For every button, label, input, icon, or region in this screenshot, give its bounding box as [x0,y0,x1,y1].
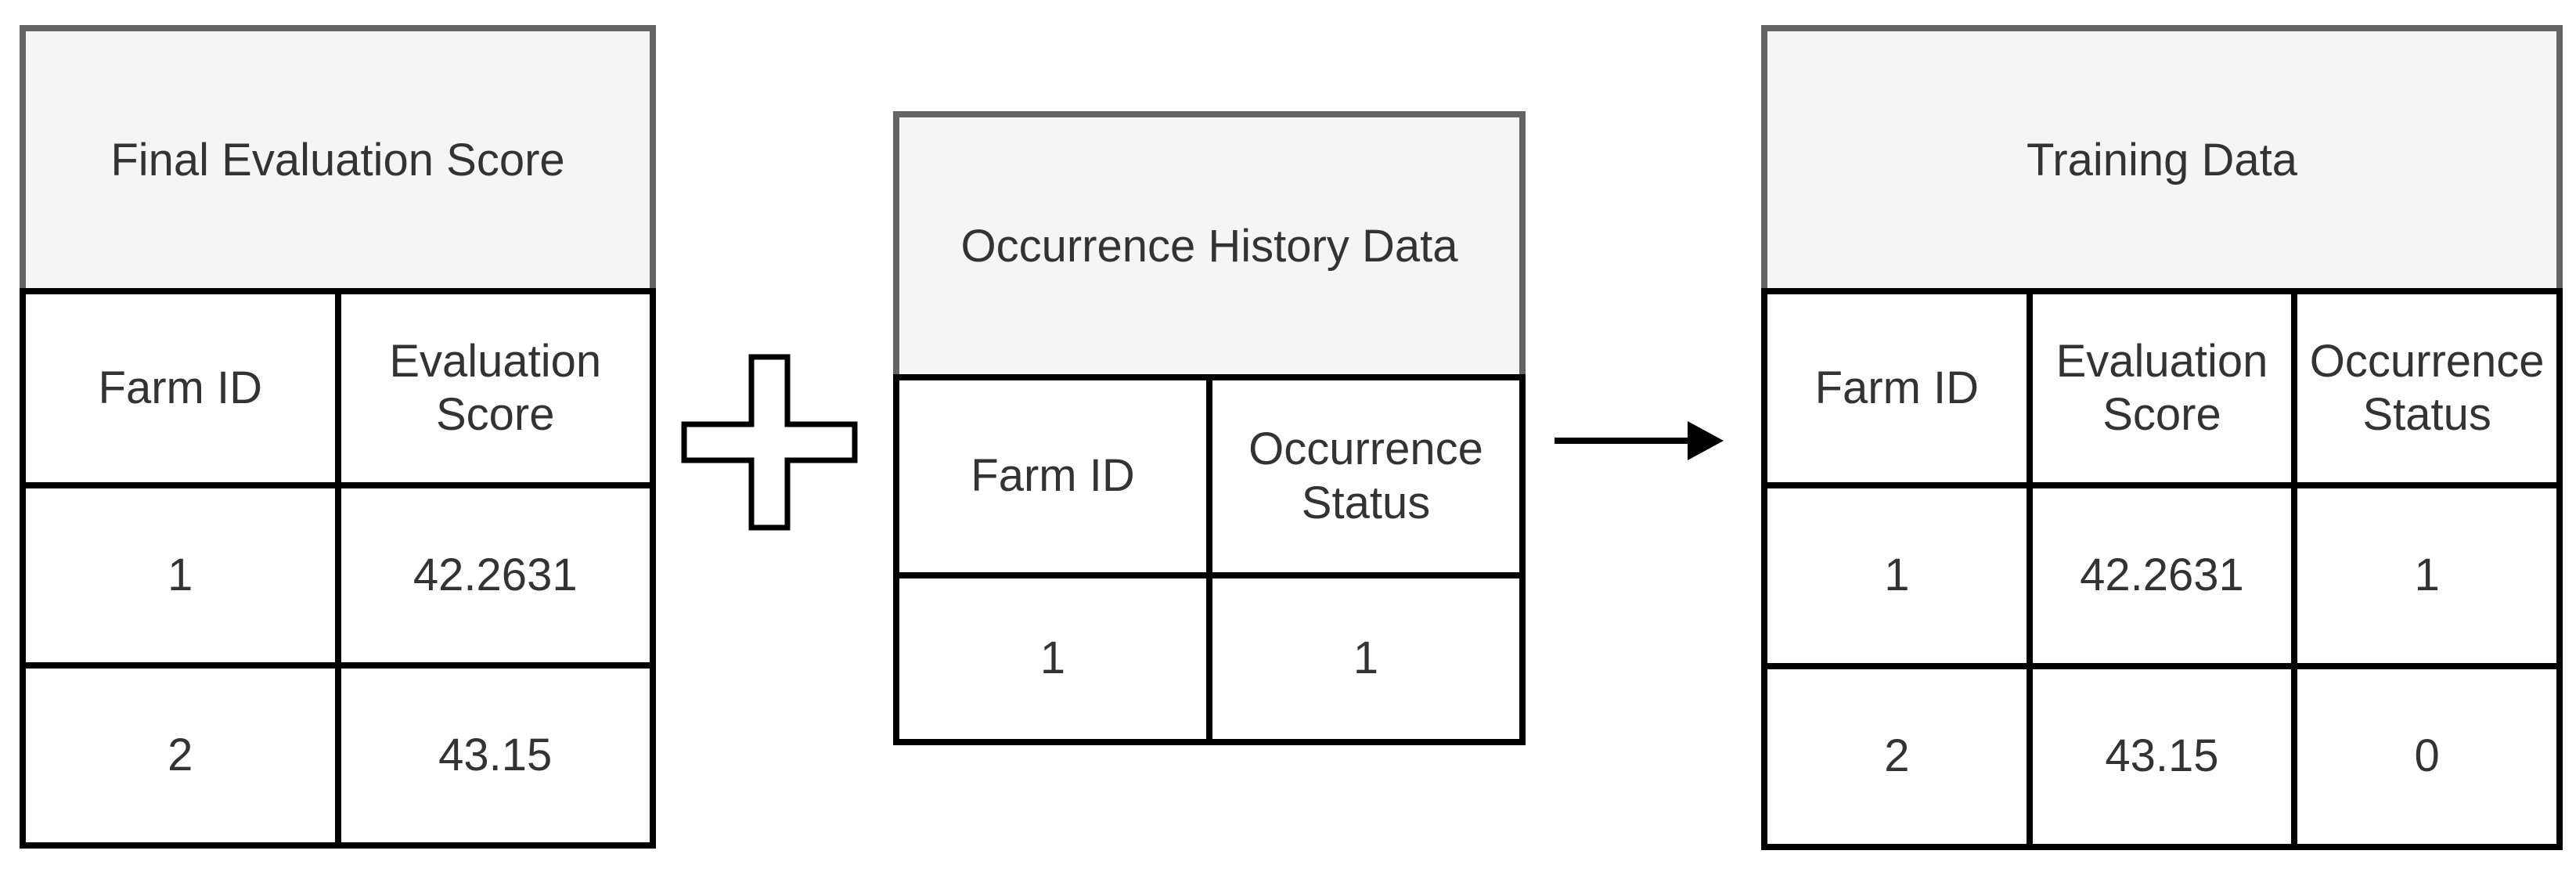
table-grid: Farm ID Evaluation Score Occurrence Stat… [1761,288,2563,850]
final-evaluation-score-table: Final Evaluation Score Farm ID Evaluatio… [20,25,656,849]
table-title: Final Evaluation Score [20,25,656,288]
data-cell: 42.2631 [340,488,650,662]
occurrence-history-data-table: Occurrence History Data Farm ID Occurren… [893,111,1526,745]
data-cell: 1 [1767,488,2027,663]
data-cell: 1 [899,578,1206,739]
column-header-cell: Evaluation Score [2032,294,2292,482]
data-cell: 43.15 [2032,669,2292,844]
table-grid: Farm ID Evaluation Score 1 42.2631 2 43.… [20,288,656,849]
column-header-cell: Evaluation Score [340,294,650,482]
data-cell: 1 [1212,578,1519,739]
data-cell: 1 [26,488,335,662]
table-title: Occurrence History Data [893,111,1526,374]
plus-icon [679,352,859,532]
table-title: Training Data [1761,25,2563,288]
table-grid: Farm ID Occurrence Status 1 1 [893,374,1526,745]
column-header-cell: Occurrence Status [2297,294,2556,482]
data-cell: 42.2631 [2032,488,2292,663]
training-data-table: Training Data Farm ID Evaluation Score O… [1761,25,2563,850]
arrow-right-icon [1550,411,1730,474]
column-header-cell: Farm ID [26,294,335,482]
column-header-cell: Farm ID [1767,294,2027,482]
column-header-cell: Occurrence Status [1212,380,1519,572]
data-cell: 2 [1767,669,2027,844]
data-cell: 1 [2297,488,2556,663]
data-cell: 0 [2297,669,2556,844]
data-cell: 43.15 [340,669,650,842]
data-cell: 2 [26,669,335,842]
column-header-cell: Farm ID [899,380,1206,572]
